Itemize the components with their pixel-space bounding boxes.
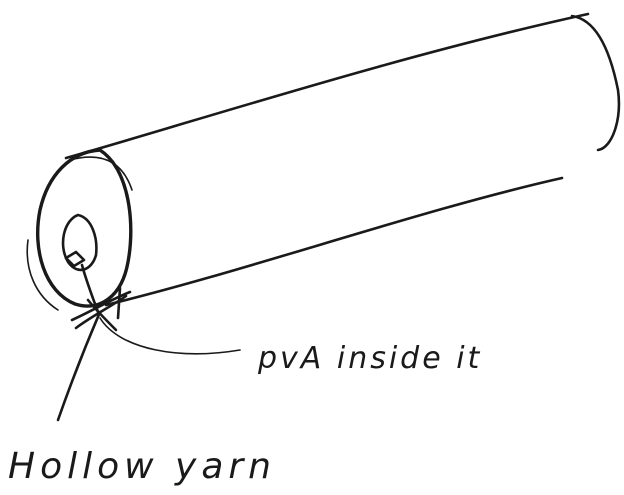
hollow-core xyxy=(63,215,96,270)
strand-5 xyxy=(118,288,120,318)
cylinder-front-face xyxy=(38,150,131,306)
yarn-leader-line xyxy=(58,312,100,420)
pva-label: pvA inside it xyxy=(257,341,482,376)
cylinder-top-edge xyxy=(66,14,588,158)
pva-leader-line xyxy=(100,318,240,354)
cylinder xyxy=(27,14,619,310)
cylinder-bottom-edge xyxy=(106,178,562,305)
cylinder-rim-stroke-left xyxy=(27,240,58,310)
yarn-label: Hollow yarn xyxy=(8,446,276,487)
cylinder-far-end xyxy=(572,16,619,150)
